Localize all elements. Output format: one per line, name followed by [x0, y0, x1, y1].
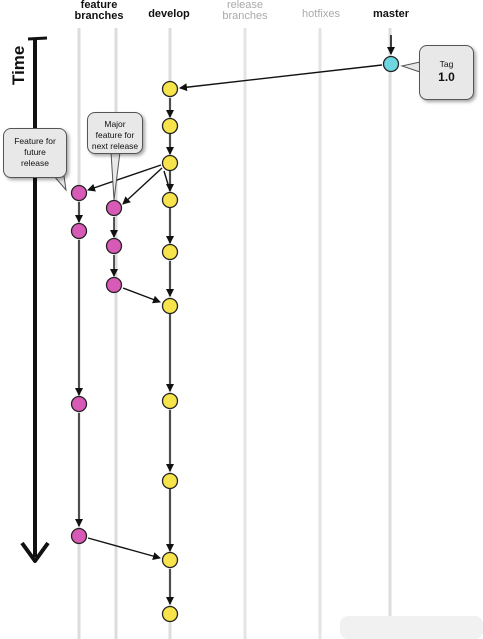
feature1-arrows — [75, 202, 161, 560]
merge-arrow-major — [122, 287, 161, 304]
feature1-commits — [70, 184, 88, 545]
callout-feature-future: Feature for future release — [3, 128, 67, 178]
develop-commit — [161, 80, 179, 98]
lane-label-line: master — [372, 8, 410, 20]
lane-label-develop: develop — [129, 9, 209, 20]
feature2-arrows — [110, 217, 161, 304]
feature-commit — [105, 199, 123, 217]
develop-commit — [161, 154, 179, 172]
callout-line: next release — [91, 141, 139, 151]
lane-label-line: develop — [148, 8, 190, 20]
branch-arrow-major — [122, 167, 163, 205]
develop-commit — [161, 392, 179, 410]
corner-fade — [340, 616, 483, 639]
lane-label-line: branches — [222, 10, 268, 22]
callout-tag-line1: Tag — [439, 59, 454, 69]
callout-tag-version: 1.0 — [438, 70, 455, 84]
callout-pointer-tag — [400, 61, 421, 73]
lane-label-hotfixes: hotfixes — [281, 9, 361, 20]
feature-commit — [70, 222, 88, 240]
time-axis-cap — [27, 36, 48, 41]
lane-label-release-branches: release branches — [205, 0, 285, 22]
time-label: Time — [9, 45, 28, 85]
feature2-commits — [105, 199, 123, 294]
feature-commit — [70, 184, 88, 202]
develop-commits — [161, 80, 179, 623]
master-to-develop-arrow — [179, 64, 383, 92]
lane-label-line: release — [226, 0, 264, 11]
develop-commit — [161, 551, 179, 569]
branch-arrow-future — [87, 164, 162, 192]
merge-arrow-future — [87, 537, 161, 560]
callout-line: release — [21, 158, 49, 168]
callout-pointer-future — [52, 175, 67, 192]
callout-line: Major — [104, 119, 126, 129]
feature-commit — [70, 527, 88, 545]
develop-commit — [161, 605, 179, 623]
develop-commit — [161, 472, 179, 490]
callout-line: future — [24, 147, 46, 157]
branch-arrow-develop-side — [163, 170, 171, 192]
callout-line: feature for — [95, 130, 135, 140]
feature-commit — [105, 237, 123, 255]
lane-label-line: branches — [74, 10, 124, 22]
branch-arrows — [87, 164, 171, 205]
develop-commit — [161, 191, 179, 209]
lane-label-line: hotfixes — [302, 8, 340, 20]
master-commit — [382, 55, 400, 73]
feature-commit — [70, 395, 88, 413]
develop-commit — [161, 297, 179, 315]
time-axis-arrowhead — [20, 541, 50, 563]
lane-label-master: master — [351, 9, 431, 20]
develop-commit — [161, 243, 179, 261]
develop-side-arrow — [162, 206, 164, 238]
callout-tag: Tag 1.0 — [419, 45, 474, 100]
lane-label-line: feature — [80, 0, 118, 11]
feature-commit — [105, 276, 123, 294]
lane-label-feature-branches: feature branches — [59, 0, 139, 22]
time-axis — [20, 36, 50, 563]
develop-commit — [161, 117, 179, 135]
callout-major-feature: Major feature for next release — [87, 112, 143, 154]
callout-line: Feature for — [14, 136, 56, 146]
